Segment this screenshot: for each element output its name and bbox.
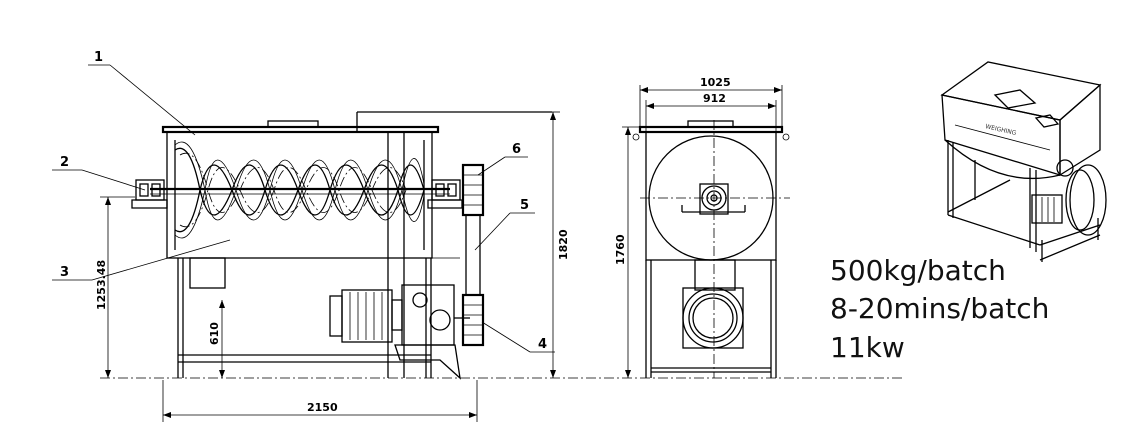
left-bearing	[131, 179, 168, 209]
spec-power: 11kw	[830, 331, 905, 364]
dimension-lines	[100, 111, 560, 422]
dim-front-length: 2150	[307, 401, 338, 414]
front-view: 1 2 3 4 5 6 2150 1820 1253.48 610	[52, 50, 905, 422]
side-view: 1025 912 1760	[614, 76, 790, 378]
motor	[329, 289, 403, 343]
dim-front-leg-height: 610	[208, 322, 221, 345]
trough-top-plate	[161, 125, 440, 134]
persp-frame	[947, 140, 1101, 262]
callout-5: 5	[520, 198, 529, 213]
dim-side-height: 1760	[614, 234, 627, 265]
spec-capacity: 500kg/batch	[830, 254, 1006, 287]
side-discharge	[682, 259, 744, 349]
callout-4: 4	[538, 337, 547, 352]
dim-front-height: 1820	[557, 229, 570, 260]
persp-motor	[1031, 159, 1107, 236]
perspective-view: WEIGHING	[940, 61, 1107, 262]
spec-mixing-time: 8-20mins/batch	[830, 292, 1050, 325]
top-inlet	[267, 120, 319, 128]
callout-3: 3	[60, 265, 69, 280]
persp-inlet-small	[1034, 114, 1060, 128]
gearbox	[394, 284, 470, 380]
callout-6: 6	[512, 142, 521, 157]
callout-2: 2	[60, 155, 69, 170]
callout-leaders	[52, 64, 555, 353]
persp-inlet-big	[993, 89, 1037, 109]
dim-front-center-height: 1253.48	[95, 260, 108, 310]
persp-lettering: WEIGHING	[985, 123, 1018, 137]
support-frame	[177, 111, 552, 378]
persp-side-panel	[1059, 83, 1101, 177]
chain-drive	[461, 163, 485, 347]
callout-1: 1	[94, 50, 103, 65]
side-frame	[645, 260, 777, 378]
discharge-valve	[189, 257, 226, 289]
dim-side-total-width: 1025	[700, 76, 731, 89]
side-top-plate	[638, 125, 784, 134]
persp-front-panel	[941, 94, 1061, 176]
side-dimension-lines	[622, 85, 790, 378]
dim-side-inner-width: 912	[703, 92, 726, 105]
